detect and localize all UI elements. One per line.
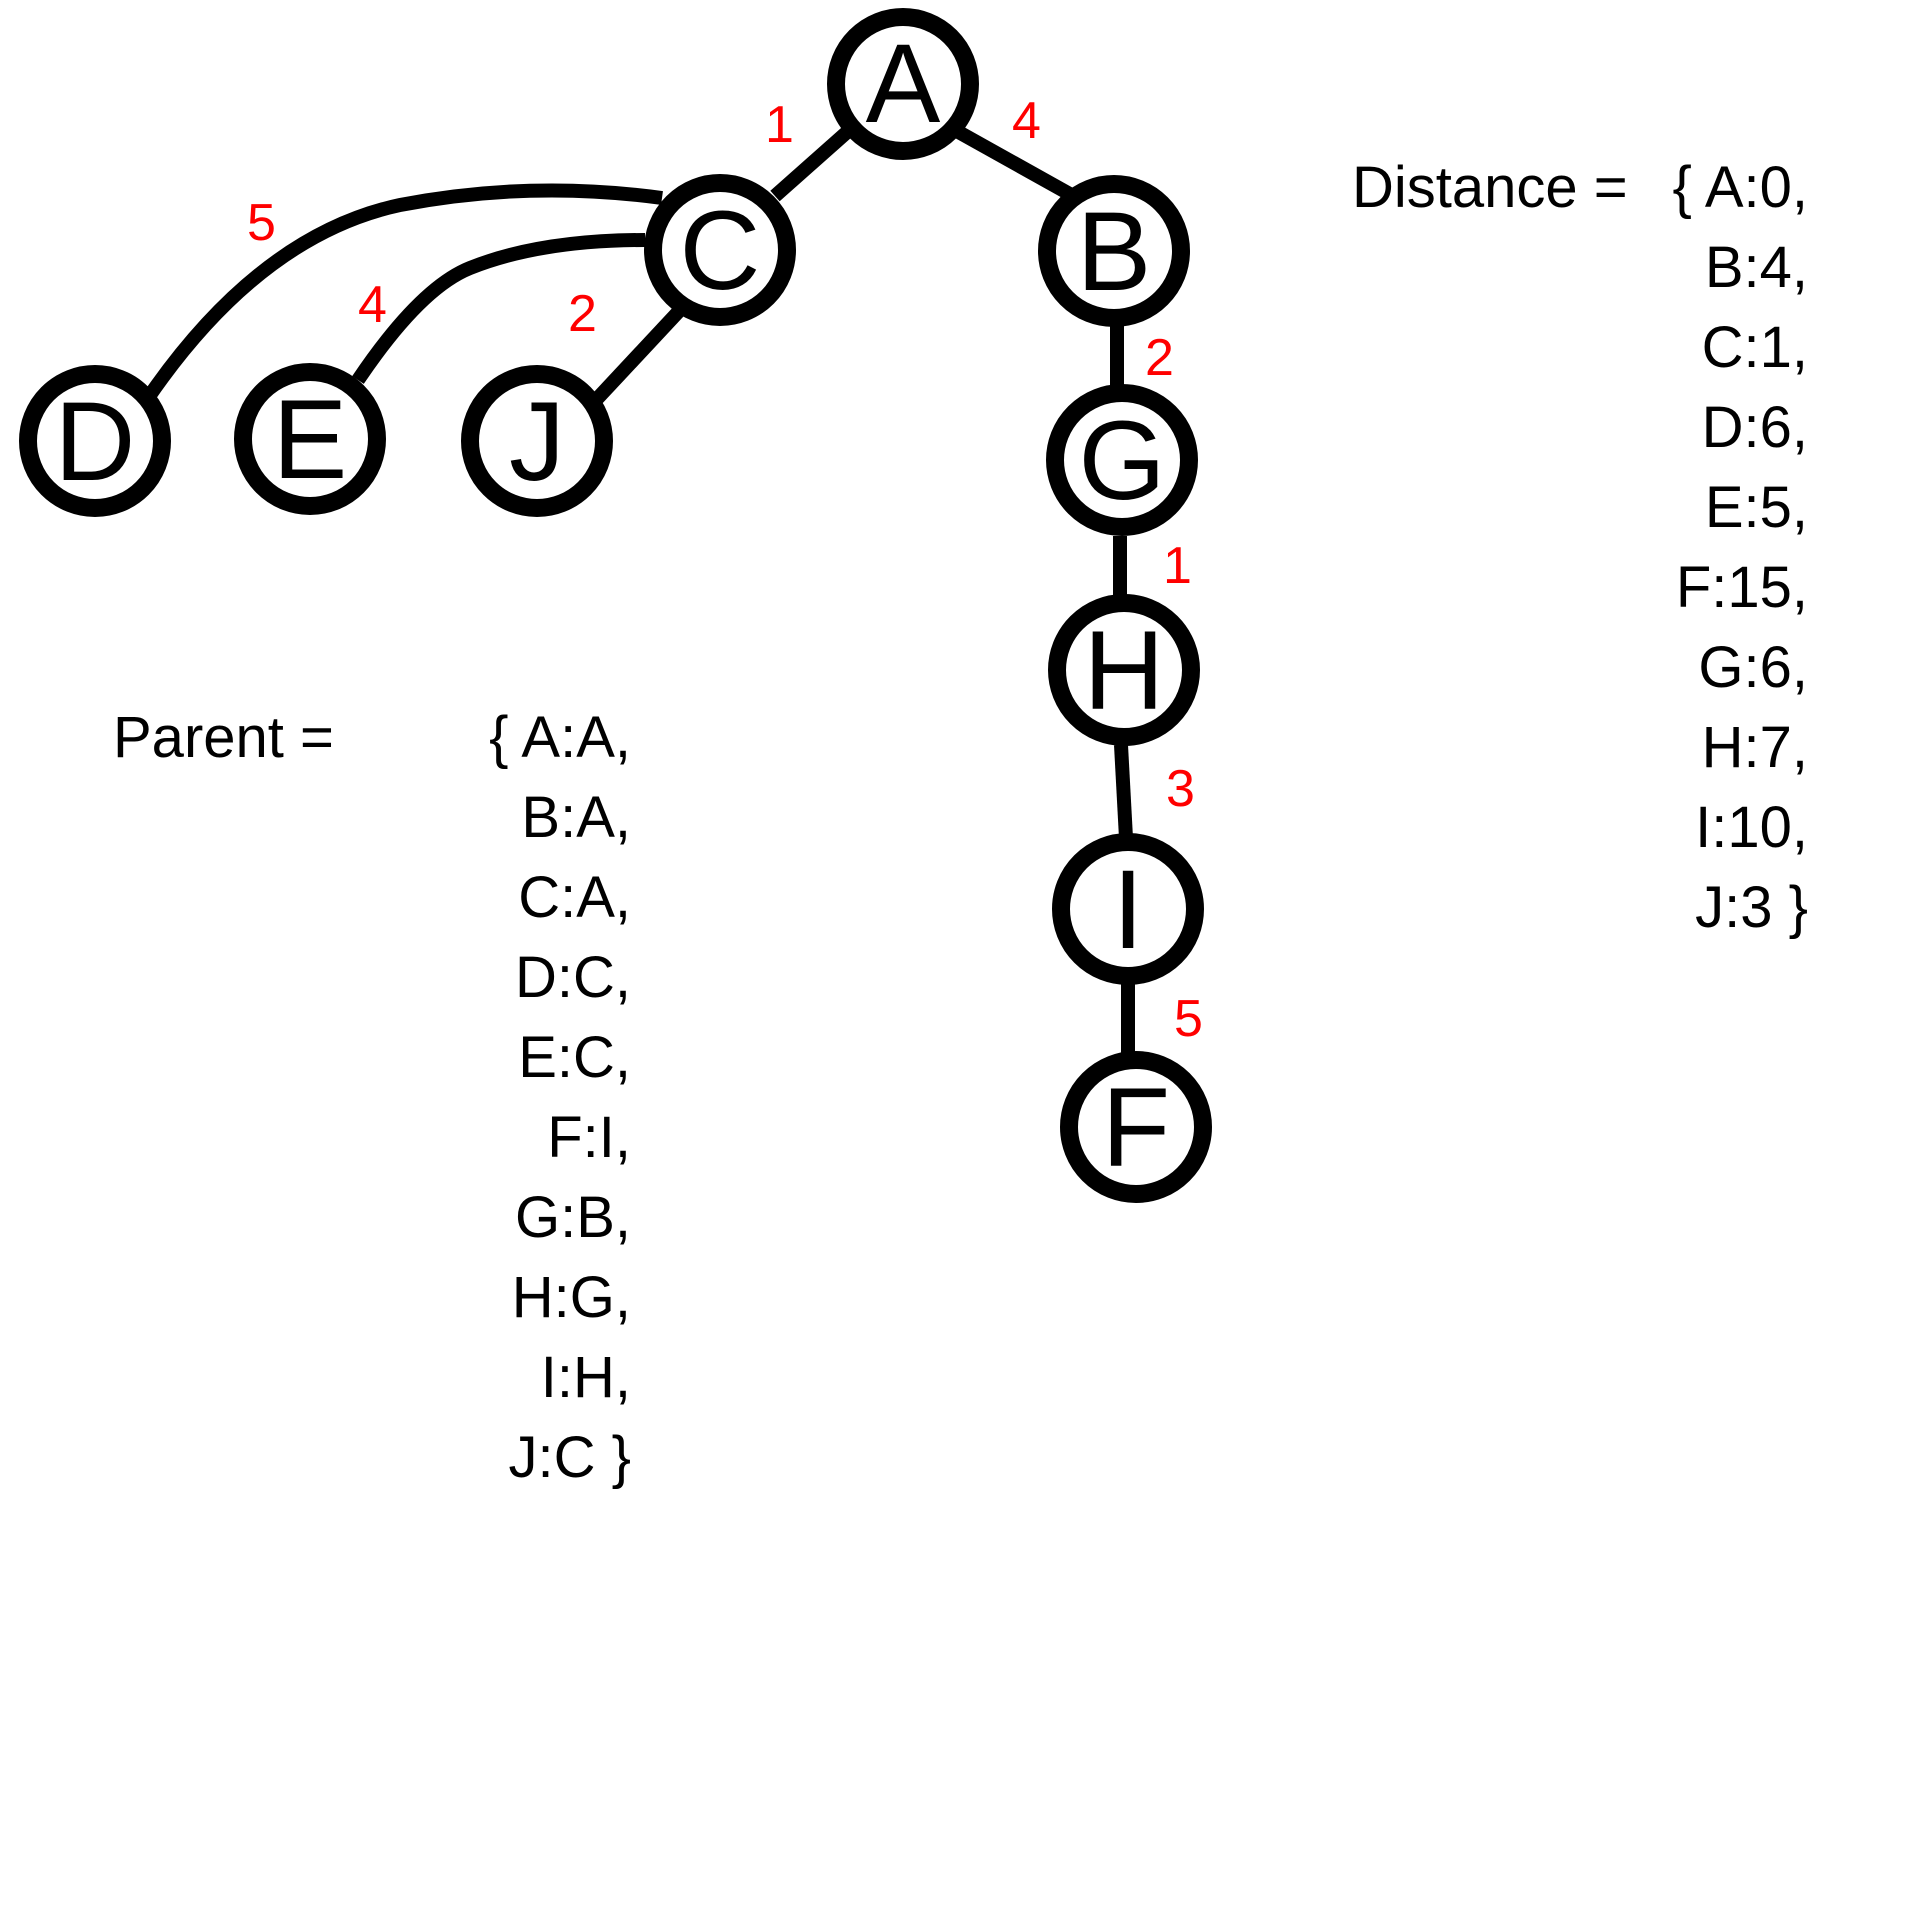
- parent-entry: F:I,: [547, 1105, 631, 1170]
- distance-entry: G:6,: [1698, 635, 1808, 700]
- parent-entry: B:A,: [521, 785, 631, 850]
- node-label-g: G: [1078, 398, 1165, 523]
- edge-a-b: [951, 123, 1079, 204]
- parent-entry: C:A,: [518, 865, 631, 930]
- weight-g-h: 1: [1163, 537, 1192, 595]
- weight-h-i: 3: [1166, 760, 1195, 818]
- node-label-j: J: [509, 379, 565, 504]
- parent-entry: G:B,: [514, 1185, 631, 1250]
- node-label-f: F: [1102, 1065, 1170, 1190]
- node-label-c: C: [680, 188, 761, 313]
- node-i: I: [1052, 833, 1204, 985]
- distance-title: Distance =: [1352, 155, 1628, 220]
- parent-entry: J:C }: [508, 1425, 632, 1490]
- node-d: D: [19, 365, 171, 517]
- parent-entry: H:G,: [511, 1265, 631, 1330]
- distance-entry: C:1,: [1701, 315, 1808, 380]
- weight-a-c: 1: [765, 96, 794, 154]
- distance-entry: I:10,: [1695, 795, 1808, 860]
- weight-c-e: 4: [358, 276, 387, 334]
- distance-entry: B:4,: [1704, 235, 1808, 300]
- node-a: A: [827, 8, 979, 160]
- parent-entry: { A:A,: [489, 705, 631, 770]
- distance-entry: H:7,: [1701, 715, 1808, 780]
- node-label-e: E: [273, 377, 348, 502]
- node-f: F: [1060, 1051, 1212, 1203]
- edge-c-d: [142, 183, 663, 402]
- node-e: E: [234, 363, 386, 515]
- distance-entry: J:3 }: [1695, 875, 1808, 940]
- parent-entry: I:H,: [540, 1345, 631, 1410]
- parent-entry: E:C,: [518, 1025, 631, 1090]
- node-j: J: [461, 365, 613, 517]
- distance-entries: { A:0, B:4, C:1, D:6, E:5, F:15, G:6, H:…: [1658, 148, 1808, 948]
- node-label-b: B: [1077, 189, 1152, 314]
- weight-c-j: 2: [568, 285, 597, 343]
- weight-a-b: 4: [1012, 92, 1041, 150]
- edge-h-i: [1114, 744, 1133, 839]
- node-label-d: D: [55, 379, 136, 504]
- node-label-h: H: [1084, 608, 1165, 733]
- distance-entry: E:5,: [1704, 475, 1808, 540]
- distance-entry: F:15,: [1675, 555, 1808, 620]
- distance-entry: { A:0,: [1672, 155, 1808, 220]
- weight-b-g: 2: [1145, 329, 1174, 387]
- node-label-a: A: [866, 21, 941, 146]
- node-c: C: [644, 174, 796, 326]
- node-g: G: [1046, 384, 1198, 536]
- edge-c-e: [352, 233, 646, 384]
- node-label-i: I: [1112, 847, 1143, 972]
- weight-i-f: 5: [1174, 990, 1203, 1048]
- parent-title: Parent =: [113, 705, 334, 770]
- weight-c-d: 5: [247, 194, 276, 252]
- parent-entry: D:C,: [515, 945, 631, 1010]
- edge-a-c: [770, 119, 860, 202]
- parent-entries: { A:A, B:A, C:A, D:C, E:C, F:I, G:B, H:G…: [366, 698, 631, 1498]
- distance-entry: D:6,: [1701, 395, 1808, 460]
- node-b: B: [1038, 175, 1190, 327]
- node-h: H: [1048, 594, 1200, 746]
- edge-c-j: [590, 305, 686, 405]
